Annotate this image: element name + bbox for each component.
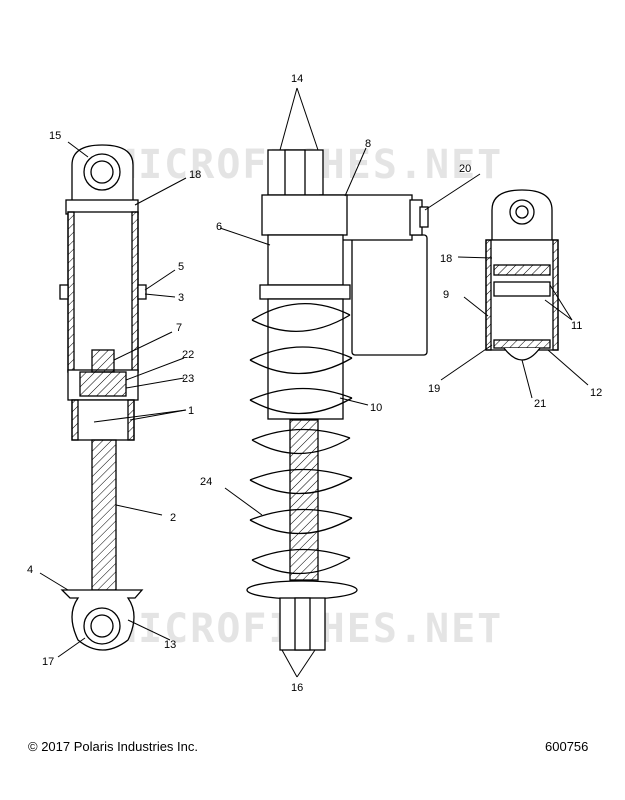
center-shock-assembly bbox=[246, 149, 429, 651]
callout-10: 10 bbox=[370, 402, 382, 414]
callout-1: 1 bbox=[188, 405, 194, 417]
callout-13: 13 bbox=[164, 639, 176, 651]
callout-20: 20 bbox=[459, 163, 471, 175]
callout-4: 4 bbox=[27, 564, 33, 576]
callout-19: 19 bbox=[428, 383, 440, 395]
callout-8: 8 bbox=[365, 138, 371, 150]
callout-22: 22 bbox=[182, 349, 194, 361]
callout-18-left: 18 bbox=[189, 169, 201, 181]
callout-17: 17 bbox=[42, 656, 54, 668]
callout-18-right: 18 bbox=[440, 253, 452, 265]
left-shock-cutaway bbox=[59, 144, 147, 651]
callout-15: 15 bbox=[49, 130, 61, 142]
callout-24: 24 bbox=[200, 476, 212, 488]
callout-21: 21 bbox=[534, 398, 546, 410]
callout-labels: 14 8 20 15 18 6 5 3 7 22 23 1 2 18 9 11 … bbox=[27, 73, 602, 694]
reservoir-cutaway bbox=[485, 189, 559, 361]
callout-11: 11 bbox=[571, 320, 582, 332]
callout-6: 6 bbox=[216, 221, 222, 233]
callout-3: 3 bbox=[178, 292, 184, 304]
callout-23: 23 bbox=[182, 373, 194, 385]
document-number: 600756 bbox=[545, 739, 589, 754]
callout-7: 7 bbox=[176, 322, 182, 334]
callout-5: 5 bbox=[178, 261, 184, 273]
leader-lines bbox=[39, 87, 589, 678]
callout-9: 9 bbox=[443, 289, 449, 301]
callout-12: 12 bbox=[590, 387, 602, 399]
callout-16: 16 bbox=[291, 682, 303, 694]
callout-14: 14 bbox=[291, 73, 303, 85]
callout-2: 2 bbox=[170, 512, 176, 524]
copyright-text: © 2017 Polaris Industries Inc. bbox=[28, 739, 198, 754]
